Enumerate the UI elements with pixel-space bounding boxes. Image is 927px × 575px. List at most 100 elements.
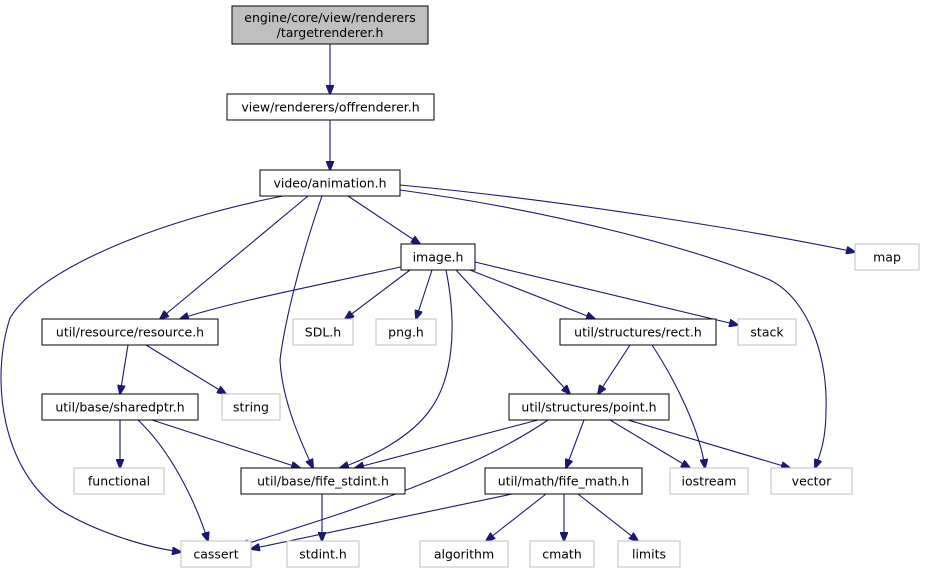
node-label-map: map (873, 250, 901, 265)
node-label-cmath: cmath (542, 547, 582, 562)
edge-rect-to-point (598, 344, 631, 394)
node-vector: vector (770, 467, 853, 495)
node-box-cassert (180, 540, 252, 568)
edge-fife_math-to-algorithm (486, 493, 547, 541)
node-functional: functional (73, 467, 165, 495)
node-box-algorithm (419, 540, 509, 568)
node-label-sharedptr: util/base/sharedptr.h (55, 400, 184, 415)
node-label-targetrenderer-line1: engine/core/view/renderers (244, 10, 415, 25)
node-box-rect (559, 318, 717, 346)
node-box-stdint (286, 540, 360, 568)
node-label-animation: video/animation.h (273, 176, 386, 191)
edge-animation-to-resource (160, 195, 309, 319)
edge-animation-to-map (399, 184, 855, 252)
node-box-point (508, 393, 670, 421)
node-box-vector (770, 467, 853, 495)
edge-resource-to-sharedptr (120, 344, 129, 394)
node-label-cassert: cassert (193, 547, 238, 562)
edge-fife_math-to-cassert (251, 493, 513, 549)
node-image[interactable]: image.h (400, 243, 476, 271)
node-cassert: cassert (180, 540, 252, 568)
node-point[interactable]: util/structures/point.h (508, 393, 670, 421)
node-box-resource (41, 318, 219, 346)
edge-image-to-stack (474, 261, 738, 325)
node-box-limits (617, 540, 681, 568)
node-label-functional: functional (88, 474, 150, 489)
node-algorithm: algorithm (419, 540, 509, 568)
node-box-iostream (669, 467, 749, 495)
node-label-vector: vector (792, 474, 833, 489)
node-label-fife_math: util/math/fife_math.h (498, 474, 630, 489)
edge-point-to-fife_math (566, 419, 585, 468)
node-targetrenderer[interactable]: engine/core/view/renderers/targetrendere… (231, 5, 429, 45)
edge-point-to-fife_stdint (355, 419, 539, 468)
edge-point-to-iostream (609, 419, 690, 468)
node-box-string (221, 393, 281, 421)
node-label-sdl: SDL.h (305, 325, 341, 340)
node-offrenderer[interactable]: view/renderers/offrenderer.h (226, 93, 435, 121)
node-label-targetrenderer-line2: /targetrenderer.h (277, 25, 384, 40)
node-stack: stack (737, 318, 797, 346)
edges-layer (0, 44, 855, 552)
node-box-stack (737, 318, 797, 346)
edge-image-to-rect (469, 269, 595, 319)
edge-resource-to-string (145, 344, 226, 394)
node-string: string (221, 393, 281, 421)
node-png: png.h (375, 318, 437, 346)
node-label-offrenderer: view/renderers/offrenderer.h (241, 100, 419, 115)
node-sdl: SDL.h (292, 318, 354, 346)
node-box-sdl (292, 318, 354, 346)
node-label-stack: stack (750, 325, 784, 340)
node-label-algorithm: algorithm (434, 547, 494, 562)
edge-animation-to-fife_stdint (279, 195, 323, 468)
node-box-targetrenderer (231, 5, 429, 45)
node-resource[interactable]: util/resource/resource.h (41, 318, 219, 346)
edge-point-to-cassert (240, 419, 549, 546)
node-label-fife_stdint: util/base/fife_stdint.h (257, 474, 389, 489)
node-box-cmath (529, 540, 595, 568)
edge-point-to-vector (627, 419, 790, 468)
node-sharedptr[interactable]: util/base/sharedptr.h (41, 393, 199, 421)
node-box-fife_stdint (240, 467, 406, 495)
edge-animation-to-image (347, 195, 420, 244)
node-box-functional (73, 467, 165, 495)
node-box-offrenderer (226, 93, 435, 121)
edge-sharedptr-to-cassert (137, 419, 208, 541)
node-label-rect: util/structures/rect.h (574, 325, 702, 340)
edge-fife_math-to-limits (577, 493, 638, 541)
edge-animation-to-vector (399, 189, 827, 468)
node-stdint: stdint.h (286, 540, 360, 568)
edge-image-to-png (416, 269, 433, 319)
node-box-image (400, 243, 476, 271)
node-label-string: string (233, 400, 269, 415)
edge-image-to-point (455, 269, 570, 394)
node-limits: limits (617, 540, 681, 568)
nodes-layer: engine/core/view/renderers/targetrendere… (41, 5, 920, 568)
node-label-image: image.h (413, 250, 464, 265)
node-box-animation (259, 169, 401, 197)
node-label-stdint: stdint.h (299, 547, 347, 562)
edge-image-to-resource (180, 265, 406, 319)
edge-animation-to-cassert (0, 195, 284, 552)
node-iostream: iostream (669, 467, 749, 495)
node-label-point: util/structures/point.h (521, 400, 656, 415)
node-animation[interactable]: video/animation.h (259, 169, 401, 197)
node-label-limits: limits (632, 547, 666, 562)
node-box-sharedptr (41, 393, 199, 421)
node-fife_math[interactable]: util/math/fife_math.h (484, 467, 643, 495)
node-box-png (375, 318, 437, 346)
node-box-fife_math (484, 467, 643, 495)
node-box-map (854, 243, 920, 271)
node-map: map (854, 243, 920, 271)
node-fife_stdint[interactable]: util/base/fife_stdint.h (240, 467, 406, 495)
node-cmath: cmath (529, 540, 595, 568)
node-label-png: png.h (388, 325, 424, 340)
node-rect[interactable]: util/structures/rect.h (559, 318, 717, 346)
node-label-resource: util/resource/resource.h (56, 325, 204, 340)
edge-rect-to-iostream (651, 344, 705, 468)
edge-image-to-fife_stdint (340, 269, 453, 468)
node-label-iostream: iostream (682, 474, 737, 489)
edge-sharedptr-to-fife_stdint (151, 419, 300, 468)
edge-image-to-sdl (345, 269, 411, 319)
